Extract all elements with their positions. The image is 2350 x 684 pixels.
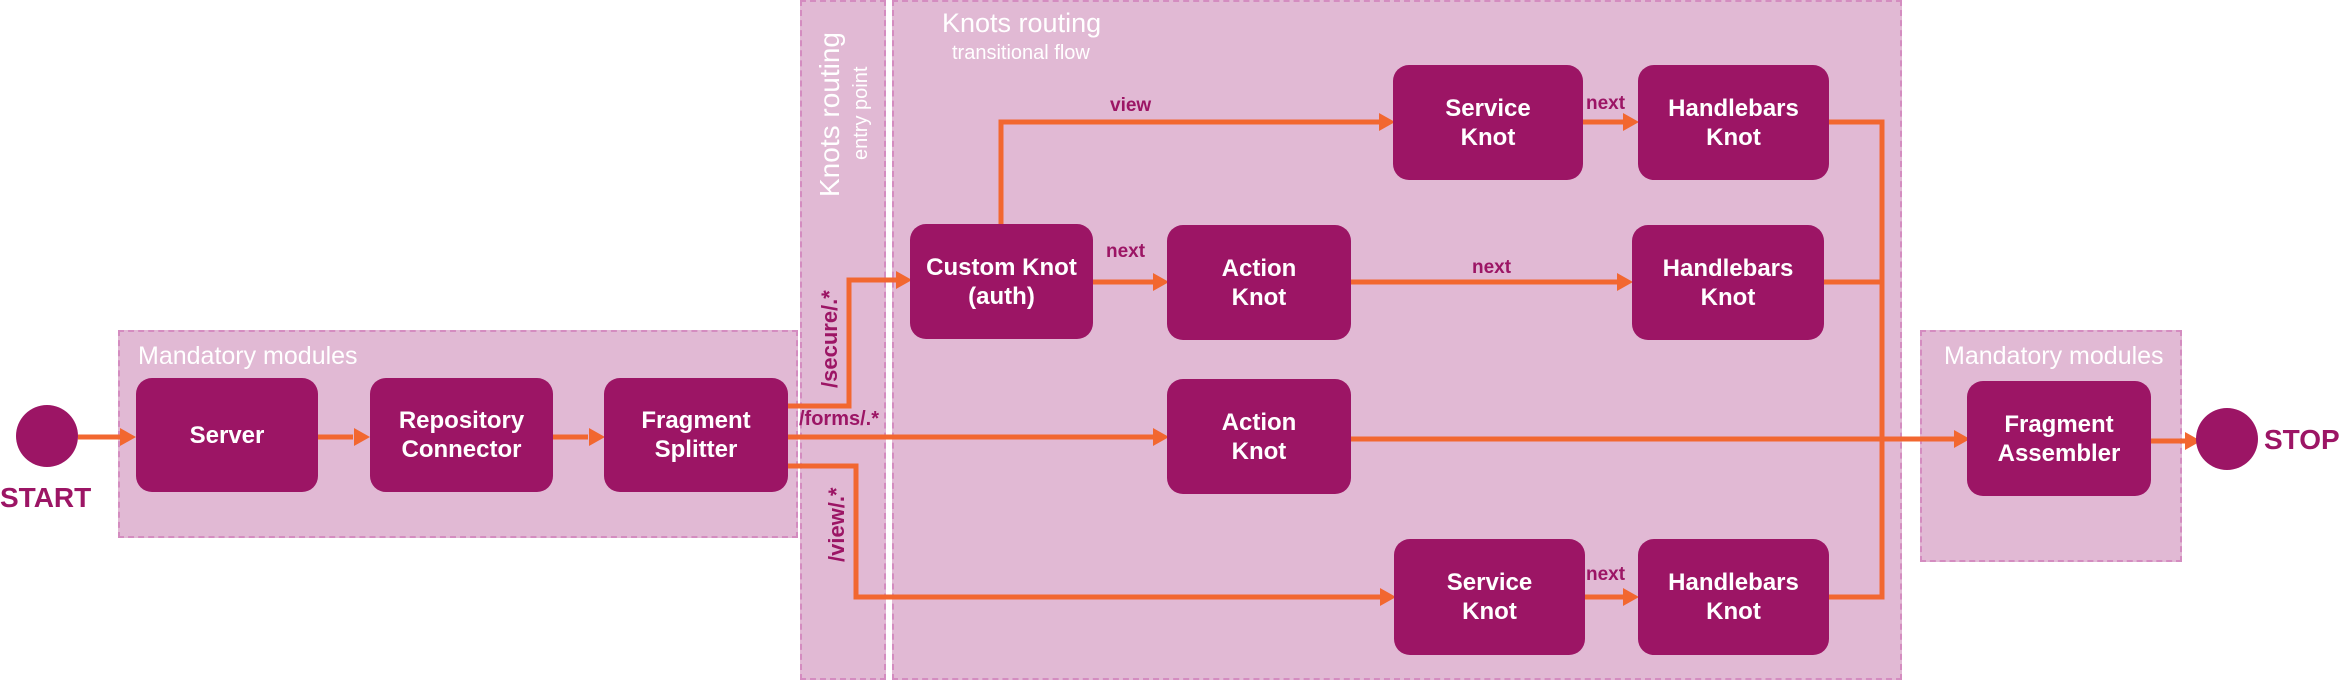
custom-knot-line2: (auth) — [968, 282, 1035, 310]
service-knot-top-node: Service Knot — [1393, 65, 1583, 180]
stop-node — [2196, 408, 2258, 470]
fragment-assembler-line2: Assembler — [1997, 439, 2121, 467]
fragment-assembler-line1: Fragment — [2004, 410, 2114, 438]
action-knot-forms-line1: Action — [1221, 408, 1297, 436]
handlebars-knot-top-node: Handlebars Knot — [1638, 65, 1829, 180]
handlebars-knot-secure-line1: Handlebars — [1662, 254, 1794, 282]
handlebars-knot-secure-line2: Knot — [1700, 283, 1756, 311]
custom-knot-line1: Custom Knot — [926, 253, 1077, 281]
transitional-flow-subtitle: transitional flow — [952, 42, 1090, 64]
custom-knot-node: Custom Knot (auth) — [910, 224, 1093, 339]
entry-point-panel: Knots routing entry point — [800, 0, 886, 680]
service-knot-top-line1: Service — [1445, 94, 1531, 122]
service-knot-view-line2: Knot — [1462, 598, 1517, 625]
fragment-splitter-node: Fragment Splitter — [604, 378, 788, 492]
start-label: START — [0, 482, 92, 513]
handlebars-knot-view-line1: Handlebars — [1668, 569, 1799, 596]
service-knot-view-line1: Service — [1446, 569, 1533, 596]
repository-connector-line2: Connector — [401, 436, 522, 463]
stop-label: STOP — [2264, 424, 2340, 455]
edge-label-next-view: next — [1586, 564, 1626, 585]
route-label-view: /view/.* — [824, 487, 849, 562]
route-label-secure: /secure/.* — [817, 290, 842, 388]
service-knot-top-line2: Knot — [1460, 123, 1516, 151]
edge-label-next-top: next — [1586, 93, 1626, 114]
action-knot-forms-node: Action Knot — [1167, 379, 1351, 494]
action-knot-secure-line2: Knot — [1231, 283, 1287, 311]
mandatory-modules-left-title: Mandatory modules — [138, 342, 358, 370]
handlebars-knot-top-line1: Handlebars — [1668, 94, 1799, 122]
edge-label-next-custom: next — [1106, 241, 1146, 262]
action-knot-forms-line2: Knot — [1231, 437, 1287, 465]
mandatory-modules-right-title: Mandatory modules — [1944, 342, 2164, 370]
server-node: Server — [136, 378, 318, 492]
entry-point-title: Knots routing — [814, 32, 845, 197]
repository-connector-line1: Repository — [398, 407, 525, 434]
service-knot-view-node: Service Knot — [1394, 539, 1585, 655]
handlebars-knot-view-line2: Knot — [1706, 598, 1761, 625]
handlebars-knot-top-line2: Knot — [1706, 123, 1761, 151]
handlebars-knot-view-node: Handlebars Knot — [1638, 539, 1829, 655]
transitional-flow-title: Knots routing — [942, 8, 1102, 38]
action-knot-secure-node: Action Knot — [1167, 225, 1351, 340]
action-knot-secure-line1: Action — [1221, 254, 1297, 282]
fragment-splitter-line1: Fragment — [641, 407, 751, 434]
handlebars-knot-secure-node: Handlebars Knot — [1632, 225, 1824, 340]
fragment-splitter-line2: Splitter — [654, 436, 738, 463]
edge-label-next-action: next — [1472, 257, 1512, 278]
server-node-line1: Server — [189, 421, 265, 449]
entry-point-subtitle: entry point — [850, 66, 872, 160]
start-node — [16, 405, 78, 467]
fragment-assembler-node: Fragment Assembler — [1967, 381, 2151, 496]
edge-label-view: view — [1110, 95, 1152, 116]
route-label-forms: /forms/.* — [799, 408, 880, 430]
repository-connector-node: Repository Connector — [370, 378, 553, 492]
